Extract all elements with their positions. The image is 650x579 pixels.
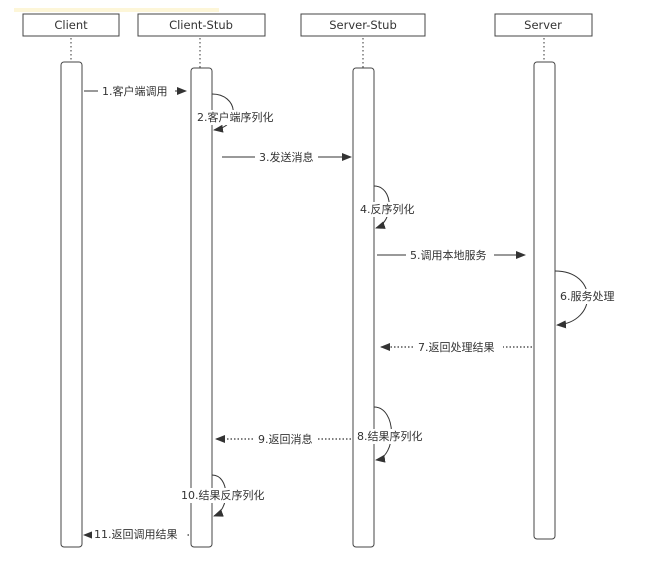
participant-client: Client xyxy=(22,13,120,37)
message-3-label: 3.发送消息 xyxy=(259,150,314,164)
participant-server-stub-label: Server-Stub xyxy=(329,18,397,32)
message-2-label: 2.客户端序列化 xyxy=(197,110,274,124)
message-9: 9.返回消息 xyxy=(215,432,351,447)
message-5-label: 5.调用本地服务 xyxy=(410,248,487,262)
participant-client-label: Client xyxy=(54,18,88,32)
message-1-label: 1.客户端调用 xyxy=(102,84,168,98)
activation-client-stub xyxy=(190,67,213,548)
message-8-label: 8.结果序列化 xyxy=(357,429,423,443)
message-1: 1.客户端调用 xyxy=(84,84,187,99)
message-10: 10.结果反序列化 xyxy=(179,474,271,517)
activation-server-stub xyxy=(352,67,375,548)
message-6-label: 6.服务处理 xyxy=(560,290,615,303)
message-5: 5.调用本地服务 xyxy=(377,248,526,263)
message-8: 8.结果序列化 xyxy=(356,406,430,463)
message-10-label: 10.结果反序列化 xyxy=(181,488,265,502)
message-4-label: 4.反序列化 xyxy=(360,202,415,216)
message-9-label: 9.返回消息 xyxy=(258,432,313,446)
participant-server-label: Server xyxy=(524,18,562,32)
activation-server xyxy=(533,61,556,540)
activation-client xyxy=(60,61,83,548)
message-11: 11.返回调用结果 xyxy=(83,527,189,542)
participant-client-stub: Client-Stub xyxy=(137,13,266,37)
message-3: 3.发送消息 xyxy=(222,150,352,165)
header-highlight xyxy=(14,8,219,12)
message-6: 6.服务处理 xyxy=(554,270,620,329)
participant-server-stub: Server-Stub xyxy=(300,13,426,37)
message-2: 2.客户端序列化 xyxy=(195,93,277,133)
message-7: 7.返回处理结果 xyxy=(380,340,532,355)
message-4: 4.反序列化 xyxy=(358,185,418,229)
participant-client-stub-label: Client-Stub xyxy=(169,18,233,32)
message-11-label: 11.返回调用结果 xyxy=(94,528,178,541)
message-7-label: 7.返回处理结果 xyxy=(418,341,495,354)
participant-server: Server xyxy=(494,13,593,37)
